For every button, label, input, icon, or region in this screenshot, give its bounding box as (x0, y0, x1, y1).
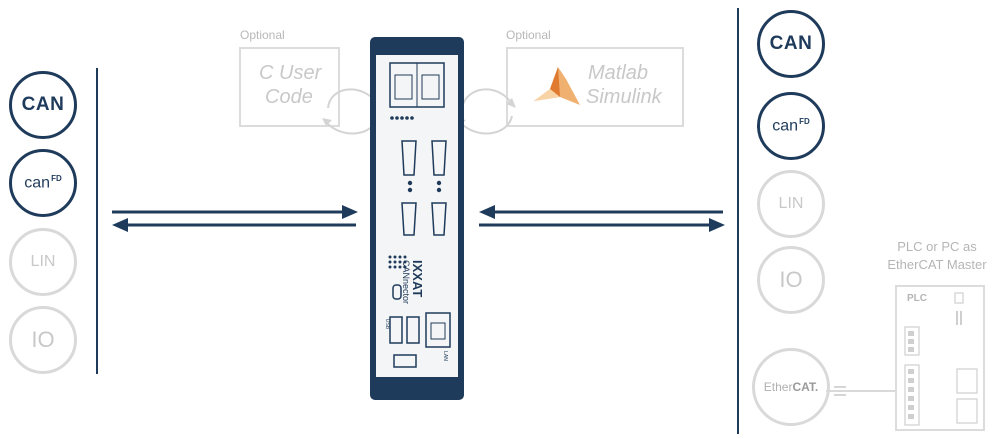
c-user-code-box: C User Code (239, 47, 340, 127)
c-user-code-line1: C User (259, 62, 322, 84)
plc-device: PLC (895, 285, 985, 431)
can-bus-icon-right: CAN (757, 10, 825, 78)
ethercat-bus-icon: EtherCAT. (752, 348, 830, 426)
io-bus-icon-left: IO (9, 306, 77, 374)
right-bus-line (737, 8, 739, 434)
left-data-arrows (112, 205, 358, 232)
optional-caption-right: Optional (506, 28, 551, 42)
matlab-line2: Simulink (586, 86, 662, 108)
device-brand: IXXAT (410, 260, 425, 298)
plc-title: PLC or PC as EtherCAT Master (887, 239, 987, 272)
cannector-device: IXXAT CANnector USB LAN (370, 37, 464, 400)
lin-bus-icon-right: LIN (757, 170, 825, 238)
canfd-bus-icon-left: canFD (9, 149, 77, 217)
usb-label: USB (384, 318, 391, 330)
ethercat-connector (826, 386, 896, 396)
right-data-arrows (479, 205, 725, 232)
device-model: CANnector (401, 260, 411, 305)
lin-bus-icon-left: LIN (9, 228, 77, 296)
plc-label: PLC (907, 293, 927, 304)
plc-ports (904, 292, 978, 426)
device-front-panel: IXXAT CANnector USB LAN (376, 55, 458, 377)
optional-caption-left: Optional (240, 28, 285, 42)
matlab-simulink-box: Matlab Simulink (506, 47, 684, 127)
matlab-logo-icon (534, 67, 580, 105)
c-user-code-line2: Code (265, 86, 313, 108)
lan-label: LAN (441, 351, 448, 361)
matlab-line1: Matlab (588, 62, 649, 84)
can-bus-icon-left: CAN (9, 71, 77, 139)
left-bus-line (96, 68, 98, 374)
canfd-bus-icon-right: canFD (757, 92, 825, 160)
device-ports (388, 62, 451, 368)
io-bus-icon-right: IO (757, 246, 825, 314)
